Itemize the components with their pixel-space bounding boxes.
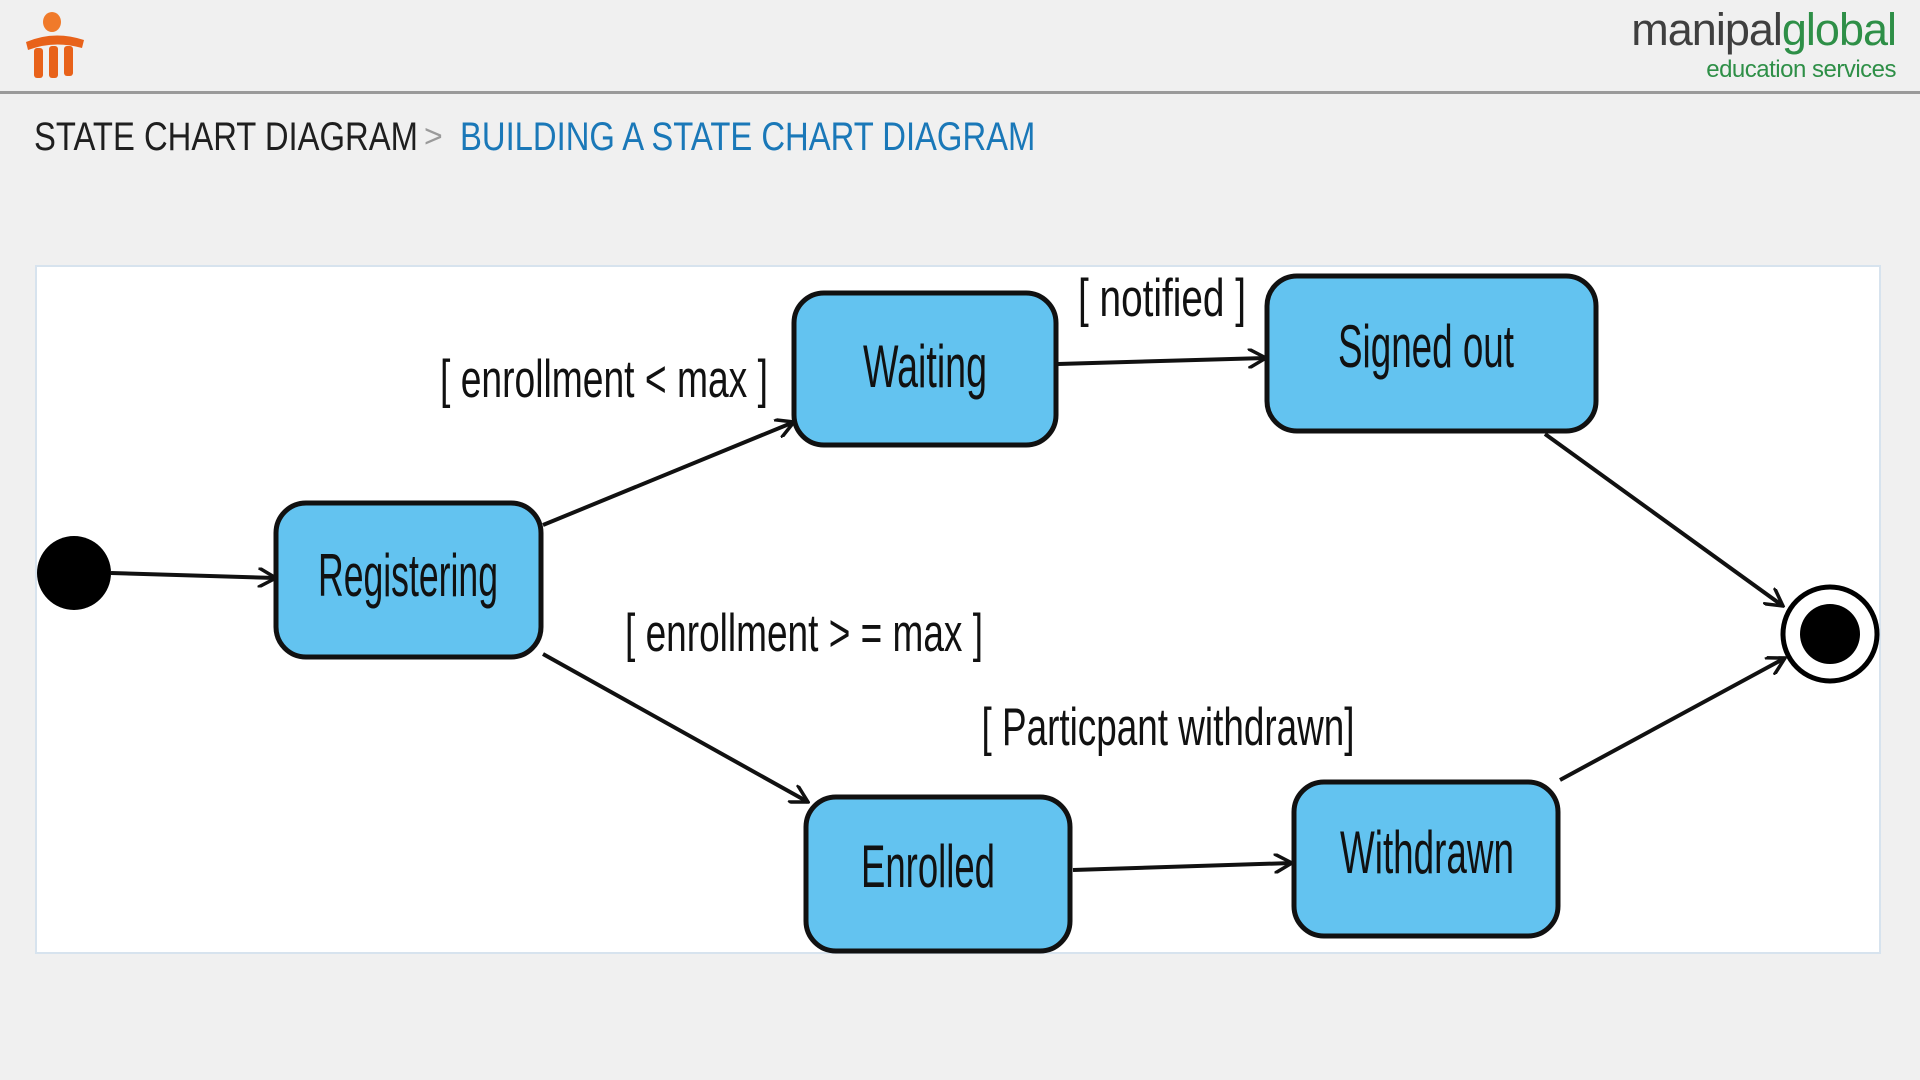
brand-name: manipalglobal — [1631, 4, 1897, 55]
guard-enrollment-ge-max: [ enrollment > = max ] — [625, 604, 983, 663]
transition-initial-to-registering — [110, 573, 276, 578]
transition-enrolled-to-withdrawn — [1072, 863, 1292, 870]
breadcrumb-separator: > — [424, 118, 443, 154]
initial-state-node — [37, 536, 111, 610]
state-signed-out: Signed out — [1264, 273, 1599, 434]
state-withdrawn: Withdrawn — [1291, 779, 1561, 939]
guard-notified: [ notified ] — [1078, 269, 1246, 328]
state-waiting-label: Waiting — [863, 333, 987, 400]
state-enrolled: Enrolled — [803, 794, 1073, 954]
header-bar: manipalglobal education services — [0, 0, 1920, 94]
breadcrumb: STATE CHART DIAGRAM — [34, 113, 502, 161]
final-state-node — [1780, 584, 1880, 684]
state-enrolled-label: Enrolled — [861, 833, 995, 900]
breadcrumb-section: STATE CHART DIAGRAM — [34, 115, 418, 159]
brand-logo: manipalglobal education services — [1631, 4, 1897, 83]
state-registering: Registering — [273, 500, 544, 660]
transition-waiting-to-signed-out — [1057, 358, 1266, 364]
state-waiting: Waiting — [791, 290, 1059, 448]
breadcrumb-current: BUILDING A STATE CHART DIAGRAM — [460, 115, 1036, 159]
breadcrumb-current-wrap: BUILDING A STATE CHART DIAGRAM — [460, 113, 1162, 161]
transition-withdrawn-to-final — [1559, 658, 1785, 782]
brand-name-part2: global — [1781, 4, 1897, 55]
guard-participant-withdrawn: [ Particpant withdrawn] — [982, 698, 1355, 757]
state-signed-out-label: Signed out — [1338, 313, 1514, 380]
transition-registering-to-waiting — [542, 422, 794, 527]
guard-enrollment-lt-max: [ enrollment < max ] — [440, 350, 768, 409]
manipal-logo-icon — [20, 8, 92, 84]
brand-name-part1: manipal — [1631, 4, 1783, 55]
state-registering-label: Registering — [318, 542, 498, 609]
brand-subtitle: education services — [1706, 56, 1896, 83]
transition-signed-out-to-final — [1543, 432, 1783, 606]
state-withdrawn-label: Withdrawn — [1340, 819, 1514, 886]
transition-registering-to-enrolled — [542, 652, 808, 802]
